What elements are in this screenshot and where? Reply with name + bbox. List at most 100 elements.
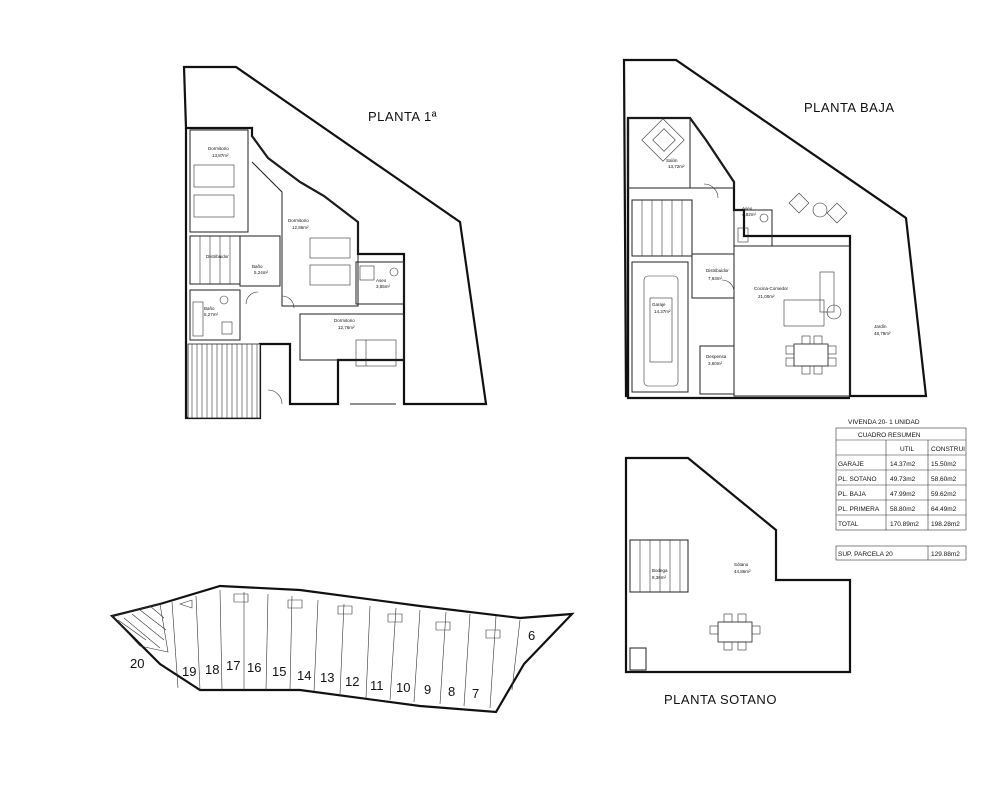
lot-number: 10 [396,680,410,695]
kitchen-dining [733,245,851,397]
svg-text:Dormitorio: Dormitorio [208,146,229,151]
row-label: PL. SOTANO [838,476,877,483]
row-constr: 58.60m2 [931,476,957,483]
row-constr: 64.49m2 [931,506,957,513]
svg-text:Baño: Baño [252,264,263,269]
svg-text:48,79m²: 48,79m² [874,331,891,336]
first-floor-title: PLANTA 1ª [368,109,437,124]
row-label: GARAJE [838,461,865,468]
lot-number: 19 [182,664,196,679]
svg-text:Dormitorio: Dormitorio [334,318,355,323]
lot-number: 18 [205,662,219,677]
svg-text:Bodega: Bodega [652,568,668,573]
summary-heading: VIVENDA 20- 1 UNIDAD [848,419,920,426]
lot-number: 15 [272,664,286,679]
living-room [627,117,691,189]
row-constr: 15.50m2 [931,461,957,468]
svg-text:Distribuidor: Distribuidor [206,254,229,259]
svg-text:7,93m²: 7,93m² [708,276,723,281]
svg-text:Distribuidor: Distribuidor [706,268,729,273]
svg-text:Despensa: Despensa [706,354,727,359]
dining-table [785,335,837,375]
basement-plan: Bodega 8,36m² Sótano 44,86m² PLANTA SOTA… [624,456,852,707]
svg-text:44,86m²: 44,86m² [734,569,751,574]
lot-20-hatch [111,603,169,653]
row-label: PL. PRIMERA [838,506,880,513]
svg-text:Cocina-Comedor: Cocina-Comedor [754,286,789,291]
lot-number: 7 [472,686,479,701]
storage [699,345,735,395]
row-util: 14.37m2 [890,461,916,468]
col-util: UTIL [900,446,914,453]
lot-number: 20 [130,656,144,671]
svg-text:Aseo: Aseo [742,206,753,211]
svg-text:Jardín: Jardín [874,324,887,329]
lot-dividers [171,589,521,709]
row-util: 170.89m2 [890,521,919,528]
garage [631,261,689,393]
svg-text:3,65m²: 3,65m² [376,284,391,289]
basement-title: PLANTA SOTANO [664,692,777,707]
svg-text:Salón: Salón [666,158,678,163]
lot-number: 8 [448,684,455,699]
svg-text:14,37m²: 14,37m² [654,309,671,314]
svg-text:8,36m²: 8,36m² [652,575,667,580]
lot-number: 14 [297,668,311,683]
lot-number: 12 [345,674,359,689]
row-util: 58.80m2 [890,506,916,513]
bedroom-3 [299,313,405,361]
house-footprints [179,593,501,639]
bathroom-2 [355,261,405,305]
svg-text:3,60m²: 3,60m² [708,361,723,366]
svg-text:5,24m²: 5,24m² [254,270,269,275]
svg-text:Dormitorio: Dormitorio [288,218,309,223]
site-layout: 20 19 18 17 16 15 14 13 12 11 10 9 8 7 6 [109,584,575,714]
svg-text:4,82m²: 4,82m² [742,212,757,217]
svg-text:Baño: Baño [204,306,215,311]
terrace-hatch [187,343,261,419]
bedroom-1 [189,129,249,233]
hall-upper [239,235,281,287]
parcel-value: 129.88m2 [931,551,960,558]
svg-text:13,87m²: 13,87m² [212,153,229,158]
car [643,275,679,387]
parcel-label: SUP. PARCELA 20 [838,551,893,558]
svg-text:12,76m²: 12,76m² [338,325,355,330]
bedroom-2 [251,135,359,307]
lot-number: 6 [528,628,535,643]
row-label: PL. BAJA [838,491,866,498]
row-util: 49.73m2 [890,476,916,483]
ground-floor-title: PLANTA BAJA [804,100,895,115]
row-constr: 198.28m2 [931,521,960,528]
svg-text:Aseo: Aseo [376,278,387,283]
lot-number: 9 [424,682,431,697]
lot-number: 13 [320,670,334,685]
basement-stairs [629,539,689,593]
row-util: 47.99m2 [890,491,916,498]
first-floor-plan: Dormitorio 13,87m² Dormitorio 12,86m² Ba… [182,65,488,420]
col-constr: CONSTRUI [931,446,965,453]
living-room-bay [689,117,735,189]
svg-text:Garaje: Garaje [652,302,666,307]
summary-subheading: CUADRO RESUMEN [858,432,921,439]
ground-floor-plan: Salón 13,72m² Aseo 4,82m² Distribuidor 7… [622,58,928,400]
summary-table: VIVENDA 20- 1 UNIDAD CUADRO RESUMEN UTIL… [835,419,967,561]
svg-text:12,86m²: 12,86m² [292,225,309,230]
svg-text:21,00m²: 21,00m² [758,294,775,299]
basement-outline [624,456,852,674]
first-floor-stairs [189,235,241,285]
lot-number: 17 [226,658,240,673]
row-label: TOTAL [838,521,859,528]
svg-text:5,27m²: 5,27m² [204,312,219,317]
lot-number: 11 [370,678,384,693]
svg-text:13,72m²: 13,72m² [668,164,685,169]
site-outline [109,584,575,714]
lot-number: 16 [247,660,261,675]
ground-floor-interior [626,118,850,400]
svg-text:Sótano: Sótano [734,562,749,567]
basement-table [709,613,761,651]
patio-furniture [788,192,848,224]
row-constr: 59.62m2 [931,491,957,498]
bathroom-1 [189,289,241,341]
